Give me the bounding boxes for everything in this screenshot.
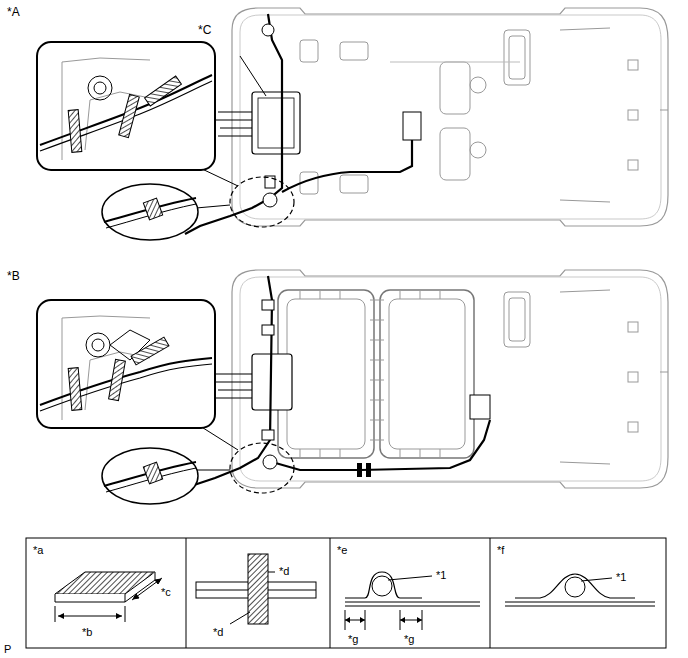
illustration-part xyxy=(262,325,274,335)
illustration-part xyxy=(440,128,470,180)
illustration-part xyxy=(345,617,422,623)
headliner-outline xyxy=(232,8,668,226)
view-letter: *A xyxy=(6,6,21,18)
callout-number: *1 xyxy=(615,571,627,583)
legend-table xyxy=(26,538,666,648)
callout-number: *1 xyxy=(435,569,447,581)
magnifier xyxy=(102,184,198,240)
connector xyxy=(403,112,421,140)
illustration-part xyxy=(200,168,238,186)
moonroof-frame xyxy=(380,290,474,458)
illustration-part xyxy=(200,426,238,450)
tape xyxy=(145,76,182,106)
illustration-part xyxy=(40,81,212,151)
illustration-part xyxy=(104,198,196,222)
detail-area xyxy=(230,443,294,493)
illustration-part xyxy=(55,606,125,622)
illustration-part xyxy=(345,620,422,621)
tape xyxy=(143,198,162,220)
callout-letter: *f xyxy=(496,544,505,556)
illustration-part xyxy=(505,606,655,607)
tape xyxy=(68,368,82,411)
callout-letter: *C xyxy=(197,24,212,36)
illustration-part xyxy=(196,470,230,471)
view-letter: *B xyxy=(6,270,21,282)
illustration-part xyxy=(490,538,491,648)
illustration-part xyxy=(262,24,274,36)
illustration-part xyxy=(330,538,331,648)
callout-letter: *g xyxy=(403,633,415,645)
illustration-part xyxy=(262,430,274,440)
illustration-part xyxy=(104,462,196,486)
callout-letter: *c xyxy=(160,586,172,598)
illustration-part xyxy=(263,455,277,469)
detail-inset xyxy=(37,300,215,428)
tape-symbol xyxy=(345,572,422,598)
illustration-part xyxy=(186,538,187,648)
headliner-b xyxy=(37,270,668,504)
tape-symbol xyxy=(248,554,268,624)
wire-harness xyxy=(282,140,412,192)
headliner-a xyxy=(37,8,668,240)
illustration-part xyxy=(86,333,110,357)
illustration-part xyxy=(55,572,155,602)
figure-code: P xyxy=(3,643,12,655)
magnifier xyxy=(102,448,198,504)
illustration-part xyxy=(216,112,252,136)
illustration-part xyxy=(357,463,362,477)
illustration-part xyxy=(262,300,274,310)
callout-letter: *b xyxy=(81,626,93,638)
illustration-part xyxy=(214,374,252,398)
illustration-part xyxy=(581,578,612,581)
illustration-part xyxy=(287,299,365,449)
overhead-console xyxy=(252,92,300,154)
illustration-part xyxy=(258,98,294,148)
callout-letter: *d xyxy=(278,565,290,577)
illustration-part xyxy=(268,572,275,573)
illustration-part xyxy=(440,62,470,114)
illustration-part xyxy=(470,77,486,93)
tape xyxy=(131,337,169,365)
illustration-part xyxy=(26,538,666,648)
illustration-part xyxy=(372,576,392,596)
tape xyxy=(143,462,162,484)
illustration-part xyxy=(300,290,440,458)
illustration-part xyxy=(196,205,230,208)
detail-inset xyxy=(37,42,215,170)
callout-letter: *g xyxy=(347,633,359,645)
tape xyxy=(119,94,140,137)
illustration-part xyxy=(263,193,277,207)
illustration-part xyxy=(40,364,212,411)
tape xyxy=(109,359,126,400)
illustration-part xyxy=(132,578,162,600)
connector xyxy=(470,395,490,419)
callout-letter: *a xyxy=(32,544,44,556)
illustration-part xyxy=(388,576,432,580)
illustration-part xyxy=(366,463,371,477)
illustration-part xyxy=(88,76,112,100)
illustration-part xyxy=(470,142,486,158)
leader-line xyxy=(240,56,266,96)
illustration-part xyxy=(345,610,422,630)
illustration-part xyxy=(58,613,122,619)
callout-letter: *e xyxy=(336,544,348,556)
illustration-part xyxy=(94,82,106,94)
illustration-part xyxy=(390,62,520,63)
headliner-outline xyxy=(232,270,668,488)
wire-harness xyxy=(272,420,490,470)
illustration-part xyxy=(40,75,212,145)
illustration-part xyxy=(345,606,480,607)
illustration-part xyxy=(565,577,585,597)
illustration-part xyxy=(345,602,480,603)
illustration-part xyxy=(389,299,465,449)
detail-area xyxy=(230,177,294,227)
callout-letter: *d xyxy=(212,626,224,638)
illustration-part xyxy=(62,316,150,420)
illustration-part xyxy=(92,339,104,351)
tape xyxy=(68,110,82,153)
illustration-part xyxy=(230,612,250,624)
illustration-part xyxy=(505,602,655,603)
